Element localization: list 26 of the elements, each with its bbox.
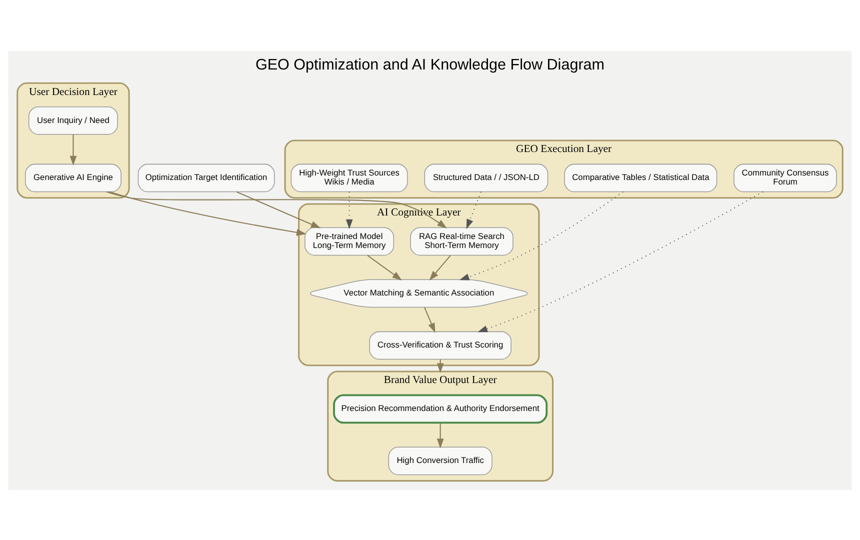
node-box: User Inquiry / Need	[28, 106, 118, 134]
arrow	[429, 254, 451, 280]
node-box: Precision Recommendation & Authority Endorsement	[333, 394, 548, 424]
arrow	[478, 190, 764, 332]
arrow	[109, 190, 306, 236]
node-box: Community Consensus Forum	[734, 163, 837, 192]
arrow	[466, 191, 482, 229]
arrow	[436, 422, 444, 448]
node-box: Structured Data / / JSON-LD	[424, 163, 548, 192]
node-box: RAG Real-time Search Short-Term Memory	[410, 226, 514, 256]
node-box: Cross-Verification & Trust Scoring	[369, 330, 512, 360]
arrow	[106, 190, 447, 228]
node-box: Generative AI Engine	[25, 163, 122, 192]
node-ellipse: Vector Matching & Semantic Association	[310, 278, 528, 308]
node-box: Optimization Target Identification	[138, 163, 275, 192]
arrow	[459, 190, 624, 280]
arrow	[346, 191, 353, 229]
node-box: High-Weight Trust Sources Wikis / Media	[290, 163, 408, 192]
node-box: Pre-trained Model Long-Term Memory	[304, 226, 394, 256]
arrow	[236, 190, 321, 228]
node-box: High Conversion Traffic	[388, 446, 492, 475]
diagram-title: GEO Optimization and AI Knowledge Flow Diagram	[255, 56, 605, 73]
arrow	[70, 134, 77, 166]
arrow	[367, 254, 402, 280]
arrow	[424, 306, 436, 332]
node-box: Comparative Tables / Statistical Data	[564, 163, 718, 192]
